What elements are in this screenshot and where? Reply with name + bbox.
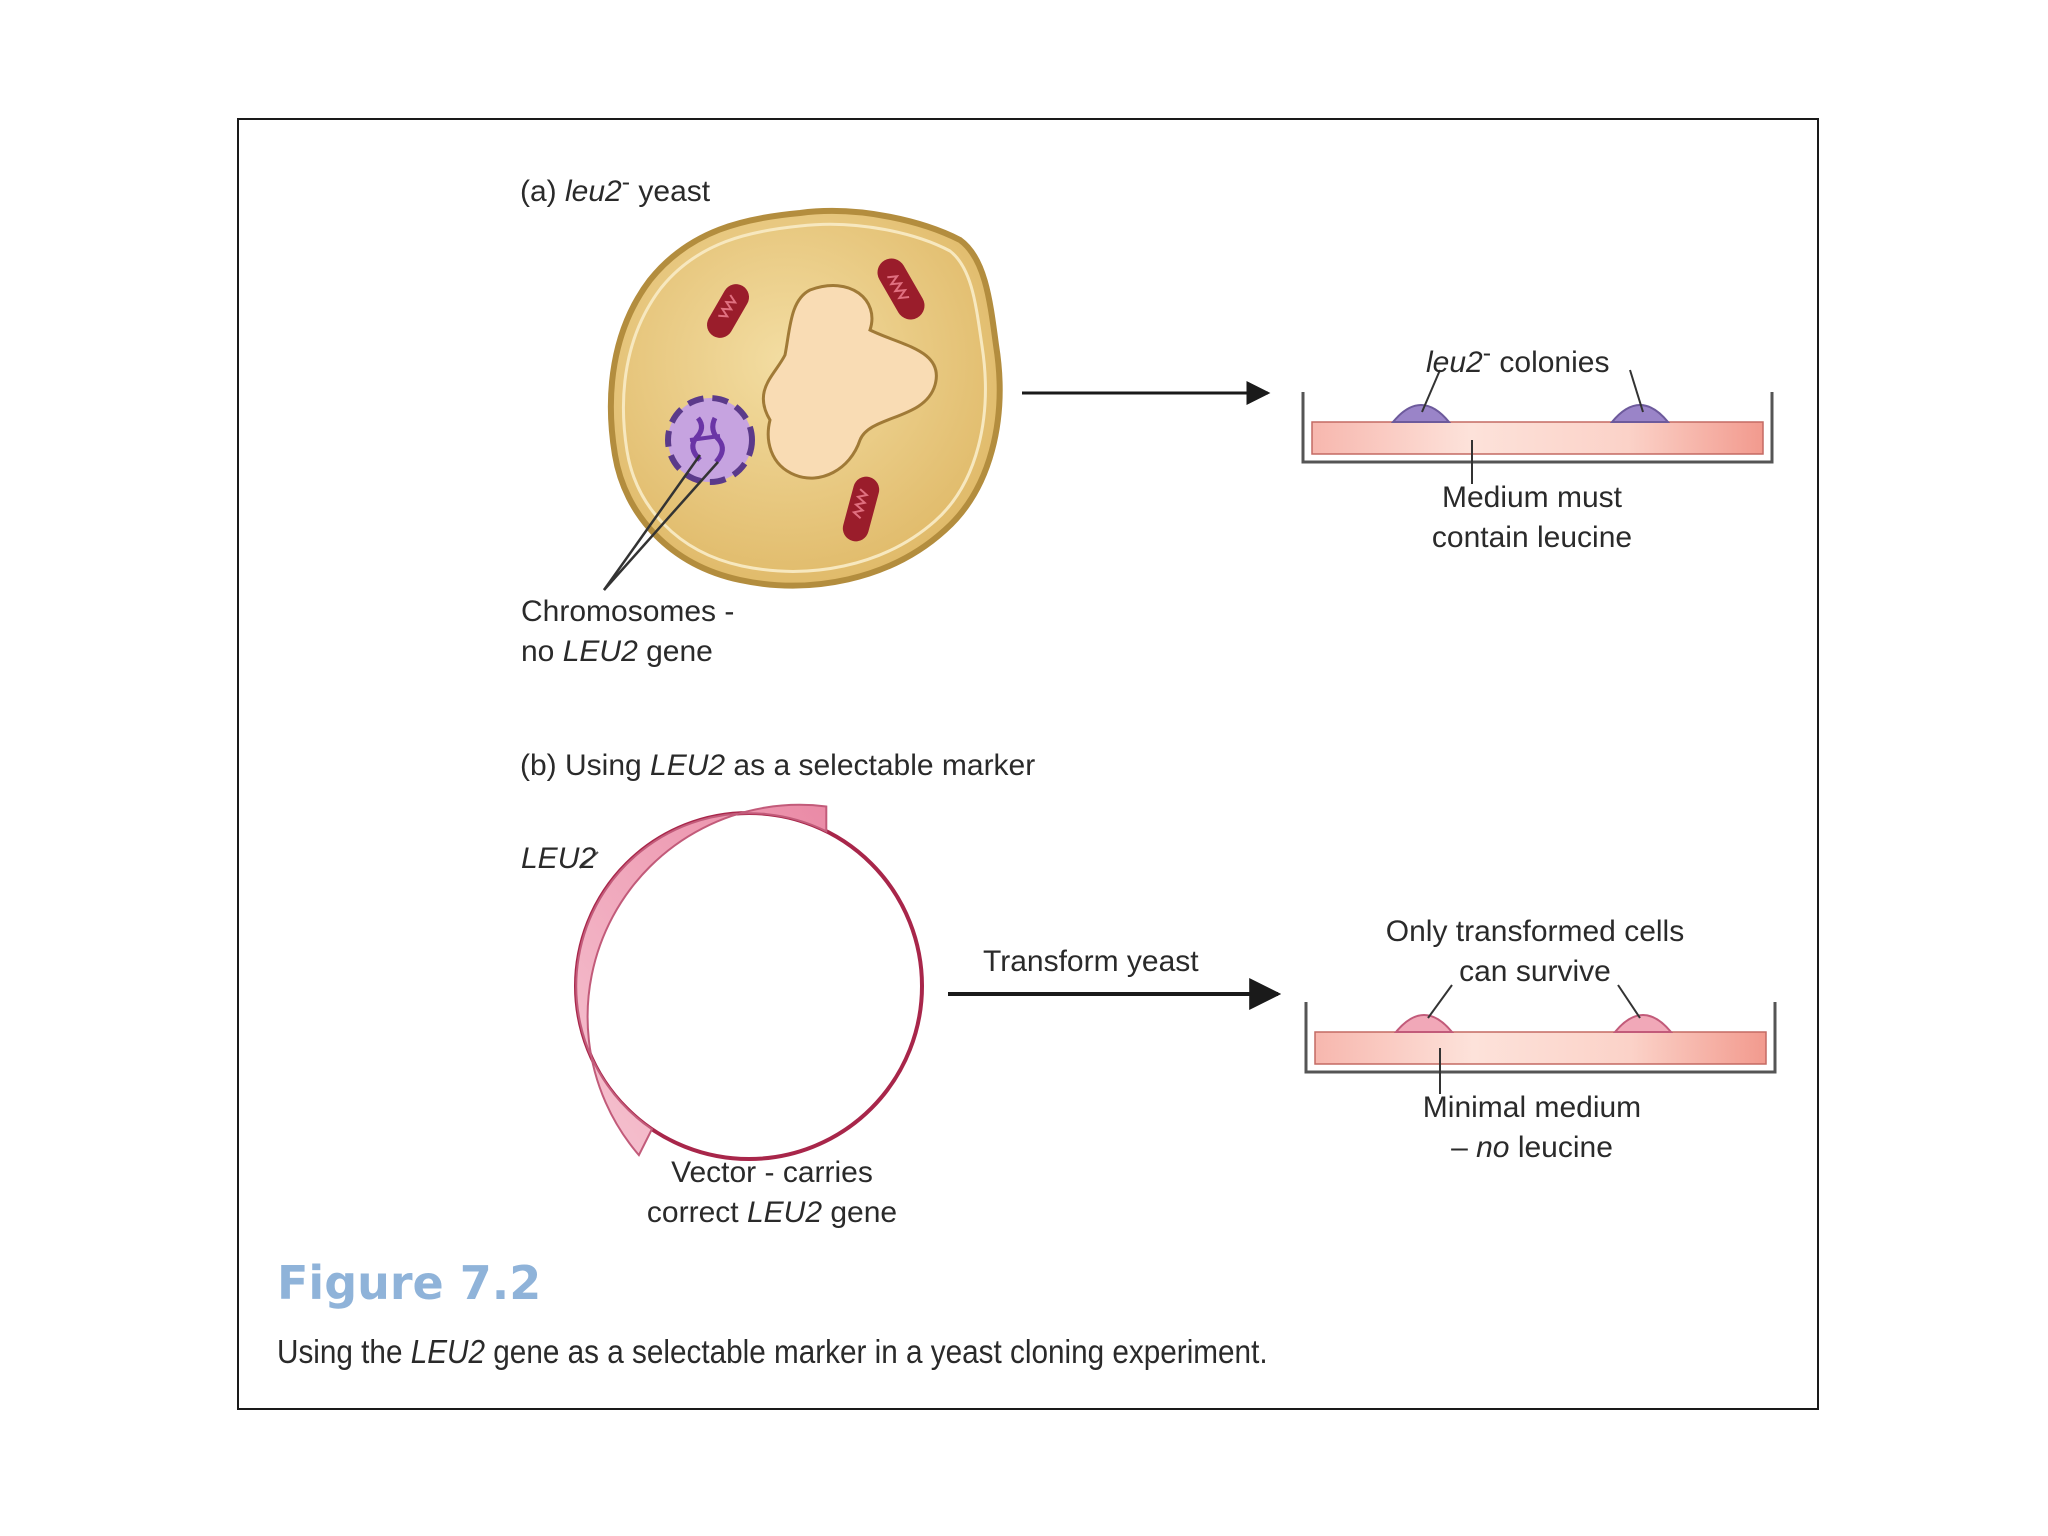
mitochondrion-2 [877,258,925,320]
chromosome-zone [665,395,755,485]
yeast-cell [602,207,1003,591]
figure-frame [237,118,1819,1410]
petri-dish-b [1304,984,1777,1094]
leu2-gene-label: LEU2 [521,842,597,875]
leu2-segment [575,803,828,1157]
panel-b-heading: (b) Using LEU2 as a selectable marker [520,749,1036,782]
transform-yeast-label: Transform yeast [983,945,1199,978]
panel-a-heading: (a) leu2- yeast [520,168,711,208]
medium-leucine-label: Medium must contain leucine [1431,481,1633,554]
figure-title: Figure 7.2 [277,1256,542,1310]
figure-caption: Using the LEU2 gene as a selectable mark… [277,1333,1268,1370]
plasmid-vector [574,803,924,1161]
petri-dish-a [1301,369,1774,484]
colony-b-2 [1612,1014,1674,1033]
vector-label: Vector - carries correct LEU2 gene [646,1156,898,1229]
mitochondrion-3 [842,476,880,542]
colony-a-1 [1390,404,1452,423]
transformed-cells-label: Only transformed cells can survive [1385,915,1685,988]
mitochondrion-1 [707,284,749,338]
chromosomes-label: Chromosomes - no LEU2 gene [521,595,735,668]
minimal-medium-label: Minimal medium – no leucine [1422,1091,1642,1164]
colony-b-1 [1393,1014,1455,1033]
leu2-colonies-label: leu2- colonies [1426,339,1610,379]
colony-a-2 [1609,404,1671,423]
